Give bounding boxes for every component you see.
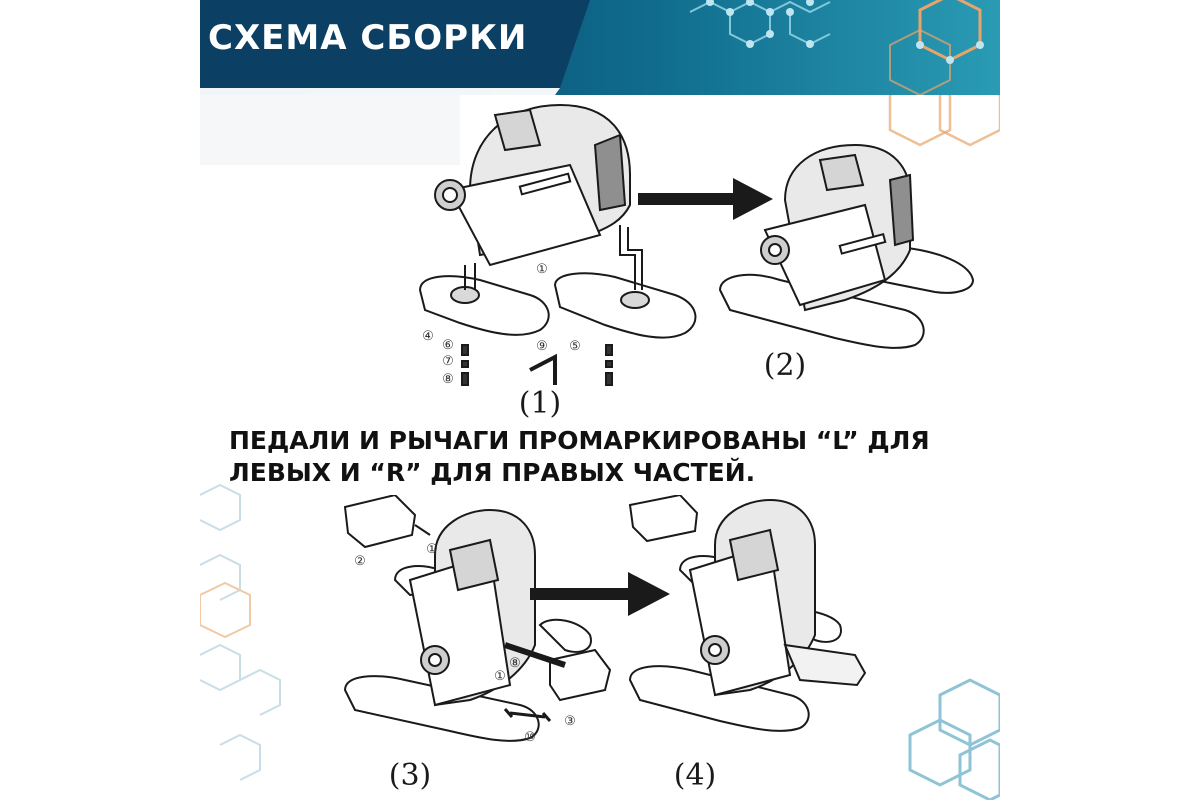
part-number: ⑨ bbox=[536, 339, 548, 354]
instruction-note: ПЕДАЛИ И РЫЧАГИ ПРОМАРКИРОВАНЫ “L” ДЛЯ Л… bbox=[229, 425, 989, 489]
note-line: ПЕДАЛИ И РЫЧАГИ ПРОМАРКИРОВАНЫ “L” ДЛЯ bbox=[229, 426, 930, 455]
part-number: ⑧ bbox=[509, 656, 521, 671]
note-line: ЛЕВЫХ И “R” ДЛЯ ПРАВЫХ ЧАСТЕЙ. bbox=[229, 458, 756, 487]
banner-background bbox=[200, 0, 1000, 95]
step-label: (4) bbox=[674, 758, 717, 793]
diagram-step-2: (2) bbox=[718, 143, 975, 383]
diagram-step-1: ① ④ ⑤ ⑥ ⑦ ⑧ ⑨ (1) bbox=[418, 103, 697, 421]
diagram-step-4: (4) bbox=[628, 495, 867, 793]
background-hexagons bbox=[200, 95, 1000, 800]
part-number: ⑩ bbox=[524, 730, 536, 745]
step-label: (1) bbox=[519, 386, 562, 421]
part-number: ② bbox=[354, 554, 366, 569]
part-number: ⑧ bbox=[442, 372, 454, 387]
step-label: (3) bbox=[389, 758, 432, 793]
diagram-step-3: ② ① ① ⑧ ③ ⑩ (3) bbox=[343, 495, 612, 793]
part-number: ⑦ bbox=[442, 354, 454, 369]
arrow-right-icon bbox=[638, 178, 773, 220]
part-number: ① bbox=[494, 669, 506, 684]
arrow-right-icon bbox=[530, 572, 670, 616]
part-number: ⑤ bbox=[569, 339, 581, 354]
part-number: ④ bbox=[422, 329, 434, 344]
assembly-card: СХЕМА СБОРКИ bbox=[200, 0, 1000, 800]
step-label: (2) bbox=[764, 348, 807, 383]
part-number: ① bbox=[426, 542, 438, 557]
part-number: ① bbox=[536, 262, 548, 277]
part-number: ⑥ bbox=[442, 338, 454, 353]
page-title: СХЕМА СБОРКИ bbox=[208, 18, 528, 58]
part-number: ③ bbox=[564, 714, 576, 729]
